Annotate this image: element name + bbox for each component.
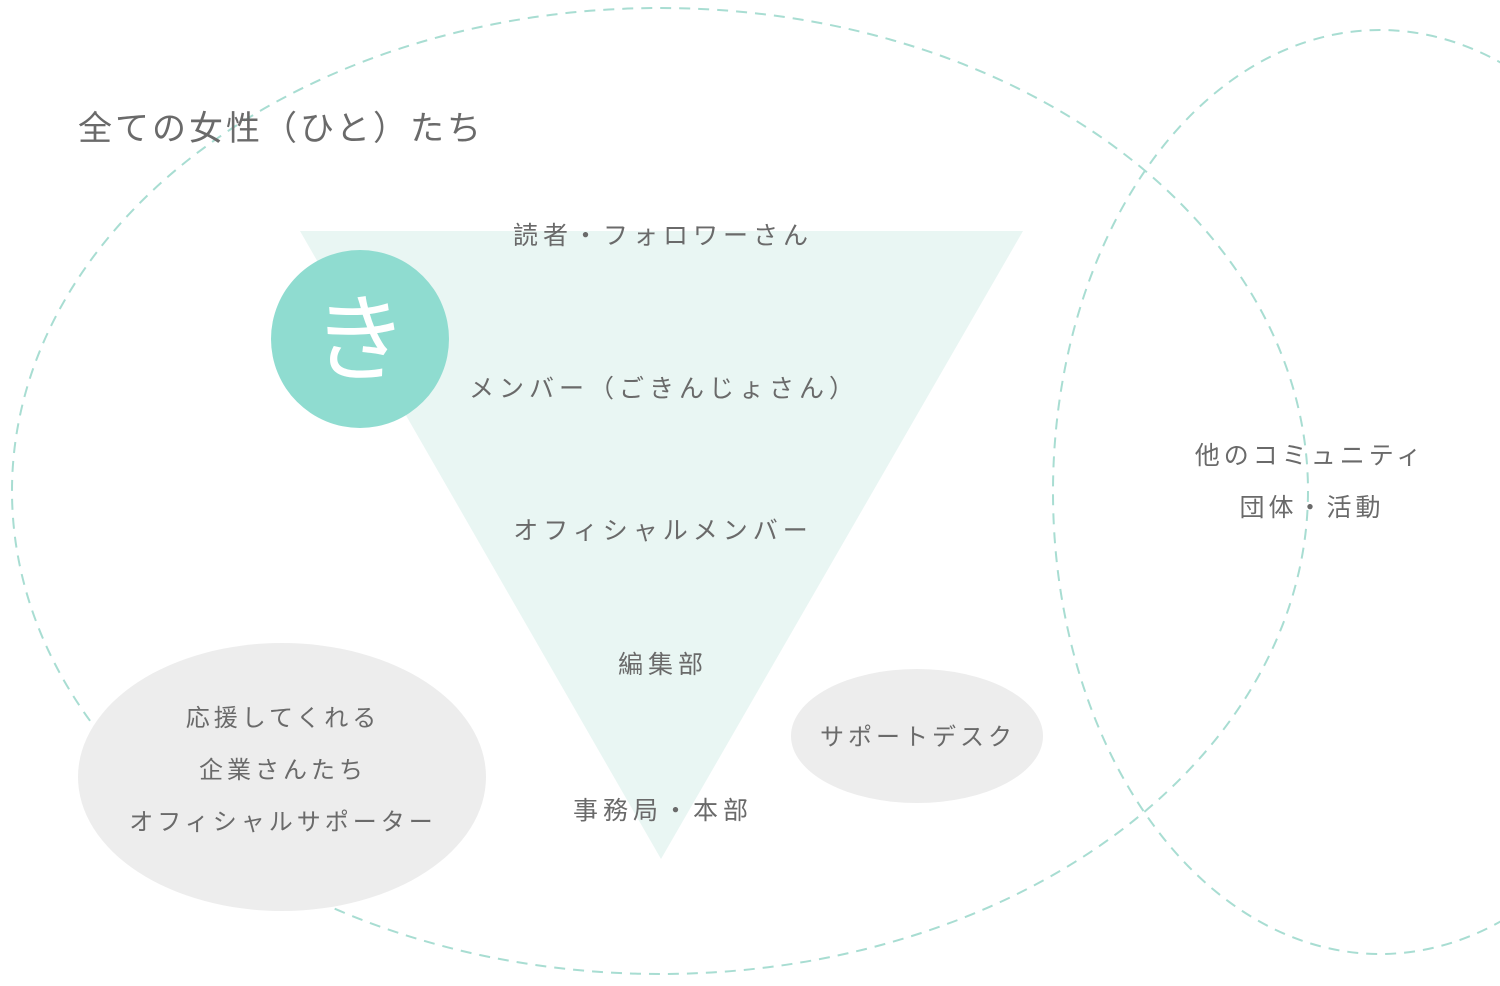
supporters-ellipse [78,643,486,911]
support-desk-ellipse [791,669,1043,803]
logo-icon: き [312,284,408,396]
other-community-circle [1052,29,1500,955]
support-desk-label: サポートデスク [820,723,1016,751]
tier-members: メンバー（ごきんじょさん） [468,374,860,403]
supporters-label-line2: 企業さんたち [199,756,367,784]
tier-editorial: 編集部 [617,650,709,679]
supporters-label-line3: オフィシャルサポーター [129,808,437,836]
community-pyramid [300,231,1023,859]
tier-headquarters: 事務局・本部 [572,796,754,825]
all-women-circle [11,7,1309,975]
tier-readers-followers: 読者・フォロワーさん [512,221,814,250]
logo-circle [271,250,449,428]
other-community-label-line2: 団体・活動 [1239,493,1385,522]
tier-official-members: オフィシャルメンバー [513,516,813,545]
supporters-label-line1: 応援してくれる [185,704,381,732]
diagram-title: 全ての女性（ひと）たち [78,109,484,149]
other-community-label-line1: 他のコミュニティ [1194,441,1426,470]
